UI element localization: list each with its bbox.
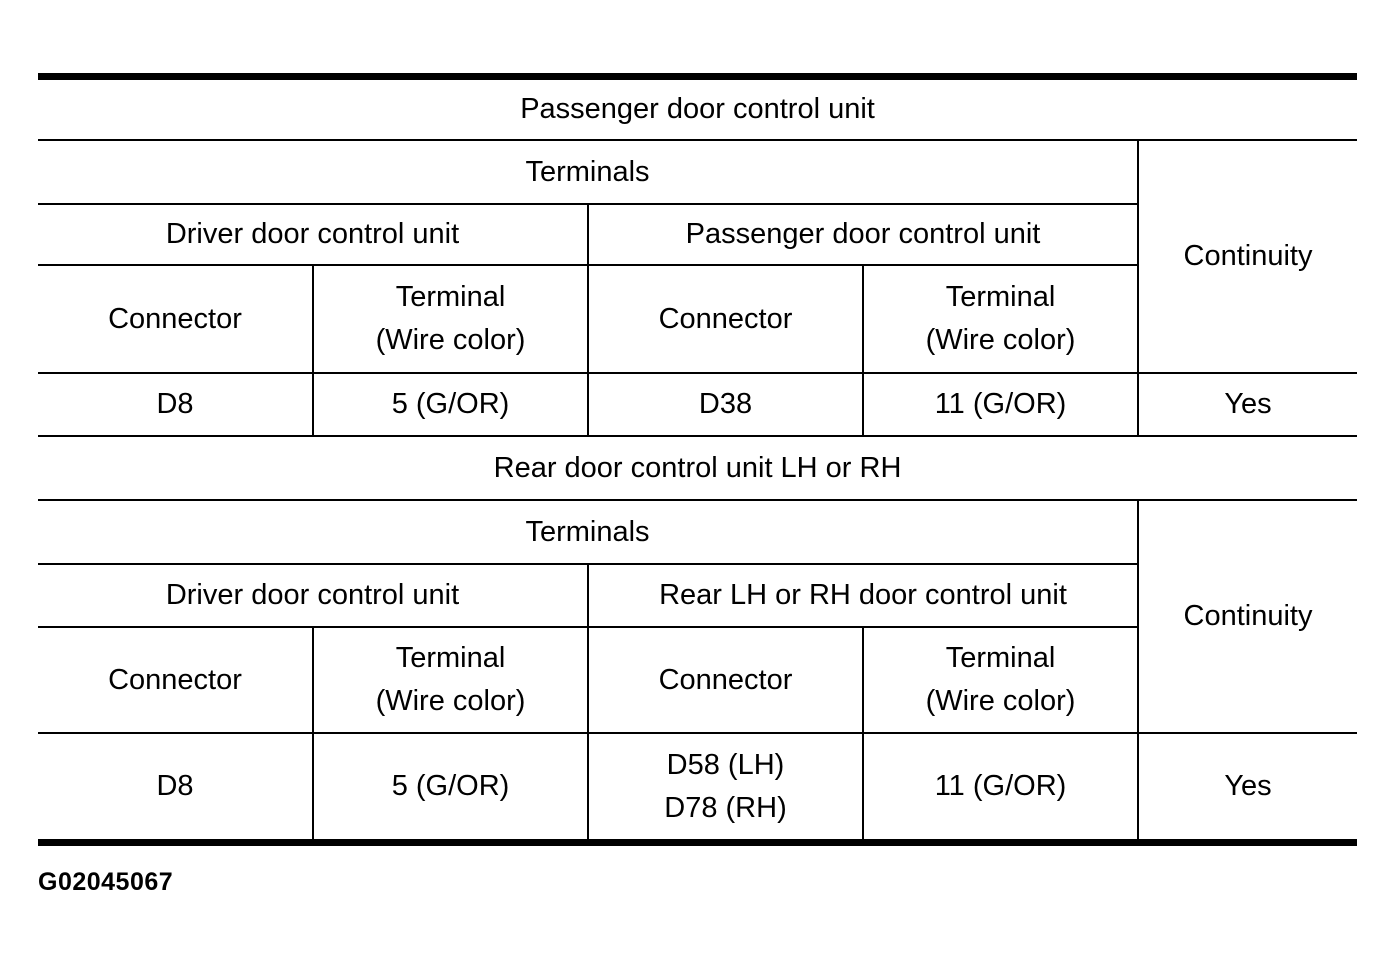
table2-terminals-header: Terminals [38, 499, 1139, 565]
table1-driver-connector-cell: D8 [38, 372, 314, 437]
terminal-header-line1: Terminal [395, 281, 506, 313]
table1-driver-terminal-header: Terminal (Wire color) [312, 264, 589, 374]
table1-terminals-header: Terminals [38, 139, 1139, 205]
table1-passenger-unit-header: Passenger door control unit [587, 203, 1139, 266]
table1-passenger-terminal-cell: 11 (G/OR) [862, 372, 1139, 437]
table2-driver-connector-header: Connector [38, 626, 314, 734]
terminal-header-line2: (Wire color) [925, 324, 1076, 356]
table1-driver-connector-header: Connector [38, 264, 314, 374]
table-row: D8 5 (G/OR) D38 11 (G/OR) Yes [38, 372, 1358, 437]
continuity-check-table: Passenger door control unit Terminals Co… [38, 73, 1358, 846]
table2-driver-connector-cell: D8 [38, 732, 314, 844]
table2-title: Rear door control unit LH or RH [38, 435, 1358, 501]
terminal-header-line2: (Wire color) [925, 685, 1076, 717]
table1-passenger-connector-cell: D38 [587, 372, 864, 437]
table1-passenger-terminal-header: Terminal (Wire color) [862, 264, 1139, 374]
manual-page: Passenger door control unit Terminals Co… [38, 73, 1358, 897]
table1-driver-terminal-cell: 5 (G/OR) [312, 372, 589, 437]
table2-rear-connector-header: Connector [587, 626, 864, 734]
table2-continuity-cell: Yes [1136, 732, 1358, 844]
terminal-header-line2: (Wire color) [375, 324, 526, 356]
table1-continuity-header: Continuity [1136, 139, 1358, 374]
terminal-header-line1: Terminal [945, 281, 1056, 313]
table-row: D8 5 (G/OR) D58 (LH) D78 (RH) 11 (G/OR) … [38, 732, 1358, 844]
figure-id: G02045067 [38, 868, 174, 896]
rear-connector-lh: D58 (LH) [666, 748, 785, 781]
table2-continuity-header: Continuity [1136, 499, 1358, 734]
table2-rear-terminal-header: Terminal (Wire color) [862, 626, 1139, 734]
terminal-header-line2: (Wire color) [375, 685, 526, 717]
table2-rear-terminal-cell: 11 (G/OR) [862, 732, 1139, 844]
table2-driver-terminal-header: Terminal (Wire color) [312, 626, 589, 734]
table1-passenger-connector-header: Connector [587, 264, 864, 374]
table1-continuity-cell: Yes [1136, 372, 1358, 437]
table2-rear-connector-cell: D58 (LH) D78 (RH) [587, 732, 864, 844]
terminal-header-line1: Terminal [395, 642, 506, 674]
table1-title: Passenger door control unit [38, 75, 1358, 141]
table2-driver-terminal-cell: 5 (G/OR) [312, 732, 589, 844]
table2-rear-unit-header: Rear LH or RH door control unit [587, 563, 1139, 628]
rear-connector-rh: D78 (RH) [664, 791, 787, 824]
table2-driver-unit-header: Driver door control unit [38, 563, 589, 628]
table1-driver-unit-header: Driver door control unit [38, 203, 589, 266]
terminal-header-line1: Terminal [945, 642, 1056, 674]
